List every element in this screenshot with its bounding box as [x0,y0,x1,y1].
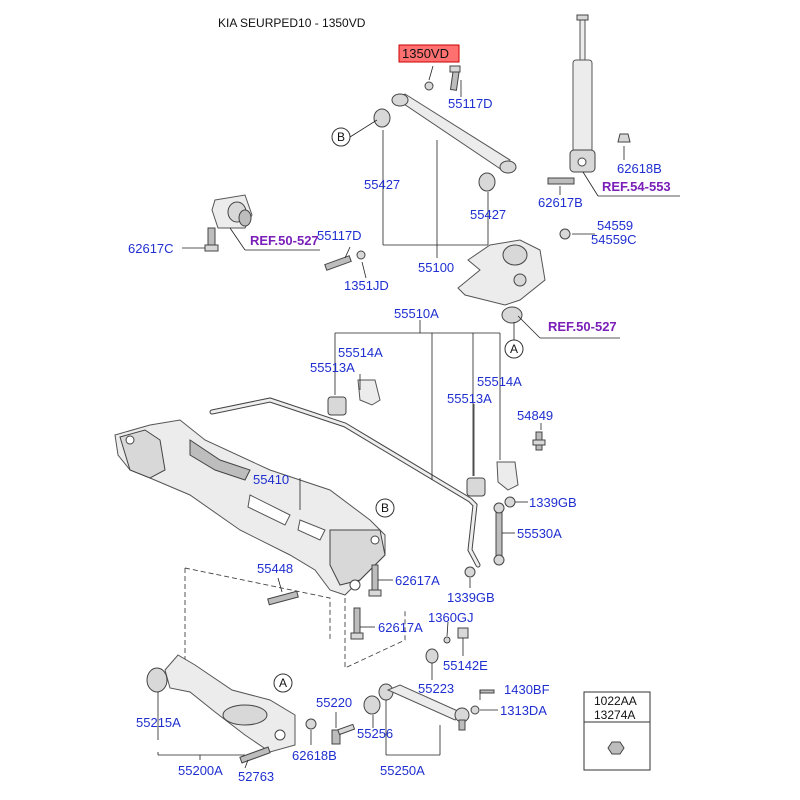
label-55530a[interactable]: 55530A [517,526,562,541]
label-1339gb-top[interactable]: 1339GB [529,495,577,510]
bolt-52763 [239,746,271,764]
callout-b-top [331,127,351,147]
label-54559c[interactable]: 54559C [591,232,637,247]
link-55530a [495,509,503,561]
bushing-55513a-right [466,477,486,497]
label-55514a-right[interactable]: 55514A [477,374,522,389]
label-55223[interactable]: 55223 [418,681,454,696]
nut-1351jd [356,250,366,260]
label-55117d-mid[interactable]: 55117D [317,228,362,243]
legend-line-1: 1022AA [594,694,637,708]
crossmember-group [114,419,386,596]
part-labels: 55117D 55427 55427 55117D 1351JD 55100 6… [128,96,662,784]
stabilizer-link-group [464,496,528,588]
bracket-55514a-right [496,461,519,491]
toe-link-group [331,683,498,756]
bolt-55220 [331,729,341,745]
label-62617c[interactable]: 62617C [128,241,174,256]
washer [424,81,434,91]
label-55427-right[interactable]: 55427 [470,207,506,222]
label-55142e[interactable]: 55142E [443,658,488,673]
nut-1313da [470,705,480,715]
knuckle-group [457,228,620,340]
label-55220[interactable]: 55220 [316,695,352,710]
label-54849[interactable]: 54849 [517,408,553,423]
label-55448[interactable]: 55448 [257,561,293,576]
upper-arm-group [324,65,517,279]
highlight-box [398,44,460,63]
label-55427-left[interactable]: 55427 [364,177,400,192]
label-62617b[interactable]: 62617B [538,195,583,210]
label-55510a[interactable]: 55510A [394,306,439,321]
clip-1360gj [443,636,451,644]
lower-arm-55200a [164,654,296,753]
nut-55142e [457,627,469,639]
callout-a-knuckle [504,339,524,359]
bolt-62617b [547,177,575,185]
bushing-55427-right [478,172,496,192]
nut-62618b [617,133,631,143]
nut-54559 [559,228,571,240]
ref-50-527-left[interactable]: REF.50-527 [250,233,319,248]
label-55410[interactable]: 55410 [253,472,289,487]
bolt-head [449,65,461,73]
diagram-title: KIA SEURPED10 - 1350VD [218,16,366,30]
legend-box: 1022AA 13274A [583,691,651,771]
label-62617a-b[interactable]: 62617A [378,620,423,635]
label-1360gj[interactable]: 1360GJ [428,610,474,625]
label-1313da[interactable]: 1313DA [500,703,547,718]
bushing-55215a [146,667,168,693]
rear-knuckle [457,239,546,306]
nut-1339gb-bottom [464,566,476,578]
highlighted-part-label[interactable]: 1350VD [402,46,449,61]
ref-54-553[interactable]: REF.54-553 [602,179,671,194]
nut-icon [607,741,625,755]
shock-body [572,59,593,153]
label-62617a-a[interactable]: 62617A [395,573,440,588]
label-55513a-right[interactable]: 55513A [447,391,492,406]
label-55514a-left[interactable]: 55514A [338,345,383,360]
pin-1430bf [479,689,495,694]
label-55200a[interactable]: 55200A [178,763,223,778]
svg-text:A: A [279,676,287,690]
label-55513a-left[interactable]: 55513A [310,360,355,375]
label-55215a[interactable]: 55215A [136,715,181,730]
bushing-55427-left [373,108,391,128]
ref-labels: REF.54-553 REF.50-527 REF.50-527 [250,179,671,334]
label-62618b-top[interactable]: 62618B [617,161,662,176]
label-1430bf[interactable]: 1430BF [504,682,550,697]
left-bushing-group [182,194,320,252]
label-55100[interactable]: 55100 [418,260,454,275]
shock-absorber-group [547,14,680,197]
label-55117d-top[interactable]: 55117D [448,96,493,111]
bushing-55513a-left [327,396,347,416]
label-1351jd[interactable]: 1351JD [344,278,389,293]
nut-62618b-bottom [305,718,317,730]
legend-line-2: 13274A [594,708,635,722]
bolt-55117d [324,255,352,271]
stabilizer-bar-group [209,320,546,568]
callout-a-lower-arm [273,673,293,693]
bracket-55514a-left [357,379,381,406]
svg-text:A: A [510,342,518,356]
small-parts-group [425,621,469,680]
nut-1339gb-top [504,496,516,508]
label-1339gb-bottom[interactable]: 1339GB [447,590,495,605]
svg-text:B: B [381,501,389,515]
lower-arm-group [146,654,317,769]
shock-rod [579,17,586,67]
label-55256[interactable]: 55256 [357,726,393,741]
label-52763[interactable]: 52763 [238,769,274,784]
callout-b-crossmember [375,498,395,518]
label-62618b-bottom[interactable]: 62618B [292,748,337,763]
bolt-55448 [267,590,299,606]
mount-bolts-group [184,564,406,672]
bushing-55256 [363,695,381,715]
label-55250a[interactable]: 55250A [380,763,425,778]
label-54559[interactable]: 54559 [597,218,633,233]
washer-55223 [425,648,439,664]
ref-50-527-right[interactable]: REF.50-527 [548,319,617,334]
svg-text:B: B [337,130,345,144]
